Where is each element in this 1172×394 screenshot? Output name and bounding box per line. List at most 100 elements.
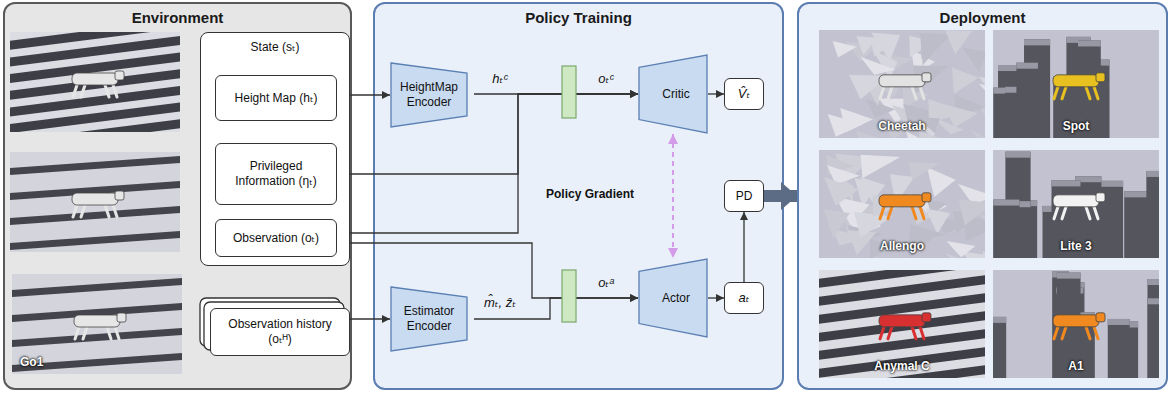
slab [10, 238, 180, 268]
robot-body [72, 193, 118, 205]
pillar [1108, 319, 1130, 378]
terrain-facet [857, 36, 878, 55]
concat-bar [562, 66, 576, 118]
process-box: aₜ [724, 282, 764, 314]
node-label: Privileged Information (ηₜ) [221, 159, 331, 189]
pillar-top [1016, 63, 1038, 69]
slab [12, 310, 182, 340]
stair-step [0, 85, 190, 118]
pillar-top [993, 200, 1019, 206]
slab [10, 213, 180, 243]
node-label: V̂ₜ [738, 86, 751, 102]
robot-body [1053, 195, 1099, 207]
edge-label: hₜᶜ [492, 71, 508, 86]
terrain-facet [959, 199, 985, 225]
terrain-facet [927, 167, 956, 197]
terrain-facet [828, 114, 863, 137]
robot [72, 71, 124, 97]
node-label: Height Map (hₜ) [235, 91, 318, 106]
terrain-facet [981, 108, 985, 129]
connector [350, 318, 390, 319]
robot-head [1096, 313, 1105, 322]
connector [474, 93, 638, 94]
stair-step [0, 51, 190, 84]
pillar-top [1057, 273, 1081, 279]
connector [337, 94, 390, 95]
pillar [1146, 171, 1159, 258]
robot [1053, 313, 1105, 339]
scene-ground [10, 152, 180, 252]
stack-layer [204, 302, 344, 350]
robot-head [117, 313, 126, 322]
connector [708, 297, 724, 298]
terrain-facet [979, 76, 985, 102]
robot-head [115, 71, 124, 80]
stair-step [0, 35, 190, 68]
pillar [1016, 63, 1038, 138]
terrain-facet [861, 155, 901, 179]
node-label: Spot [1063, 119, 1090, 133]
terrain-facet [865, 99, 895, 118]
signal-label-holder: oₜᶜ [598, 71, 614, 86]
encoder-block: HeightMap Encoder [390, 62, 474, 128]
robot-body [879, 75, 925, 87]
pillar-top [993, 317, 1006, 323]
connector [743, 212, 744, 282]
terrain-facet [909, 162, 939, 180]
process-box: Observation (oₜ) [215, 219, 337, 257]
robot-image: Go1 [12, 274, 182, 374]
robot-leg [81, 202, 86, 217]
panel-title: Deployment [799, 4, 1166, 26]
robot-leg [112, 202, 117, 217]
encoder-block: Estimator Encoder [390, 286, 474, 352]
node-label: Cheetah [878, 119, 925, 133]
scene-ground [10, 32, 180, 132]
node-label: Anymal C [874, 359, 929, 373]
connector [708, 93, 724, 94]
robot-body [879, 195, 925, 207]
robot-image: A1 [993, 270, 1159, 378]
network-block: Actor [638, 258, 708, 338]
edge-label-holder: hₜᶜ [492, 71, 508, 86]
pillar-top [1052, 180, 1081, 186]
pillar-top [1147, 279, 1159, 285]
robot-head [922, 73, 931, 82]
robot-body [1053, 75, 1099, 87]
state-group: State (sₜ)Height Map (hₜ)Privileged Info… [200, 32, 350, 266]
signal-label: oₜᶜ [598, 71, 614, 86]
block-shape [391, 287, 467, 351]
edge-label: Policy Gradient [546, 187, 634, 201]
robot [879, 313, 931, 339]
connector [337, 94, 638, 233]
pillar [1148, 298, 1159, 378]
scene-ground [819, 30, 985, 138]
robot-leg [104, 202, 109, 217]
stair-step [0, 68, 190, 101]
robot-leg [73, 202, 78, 217]
node-label: HeightMap Encoder [390, 80, 468, 110]
robot-leg [112, 82, 117, 97]
robot-image: Cheetah [819, 30, 985, 138]
terrain-facet [860, 57, 895, 75]
robot-head [922, 313, 931, 322]
robot [1053, 73, 1105, 99]
robot-body [72, 73, 118, 85]
terrain-facet [945, 30, 972, 54]
scene-ground [10, 152, 180, 252]
node-label: aₜ [738, 290, 749, 306]
robot-body [74, 315, 120, 327]
pillar-top [1099, 181, 1123, 187]
stair-step [0, 135, 190, 168]
robot-head [922, 193, 931, 202]
robot [879, 73, 931, 99]
terrain-facet [824, 209, 850, 238]
pillar-top [1078, 40, 1101, 46]
robot [72, 191, 124, 217]
edge-label-holder: Policy Gradient [546, 187, 634, 201]
pillar [1099, 181, 1123, 258]
terrain-facet [952, 68, 978, 94]
robot-image: Anymal C [819, 270, 985, 378]
pillar-top [1146, 171, 1159, 177]
panel: DeploymentCheetahSpotAllengoLite 3Anymal… [797, 2, 1168, 390]
